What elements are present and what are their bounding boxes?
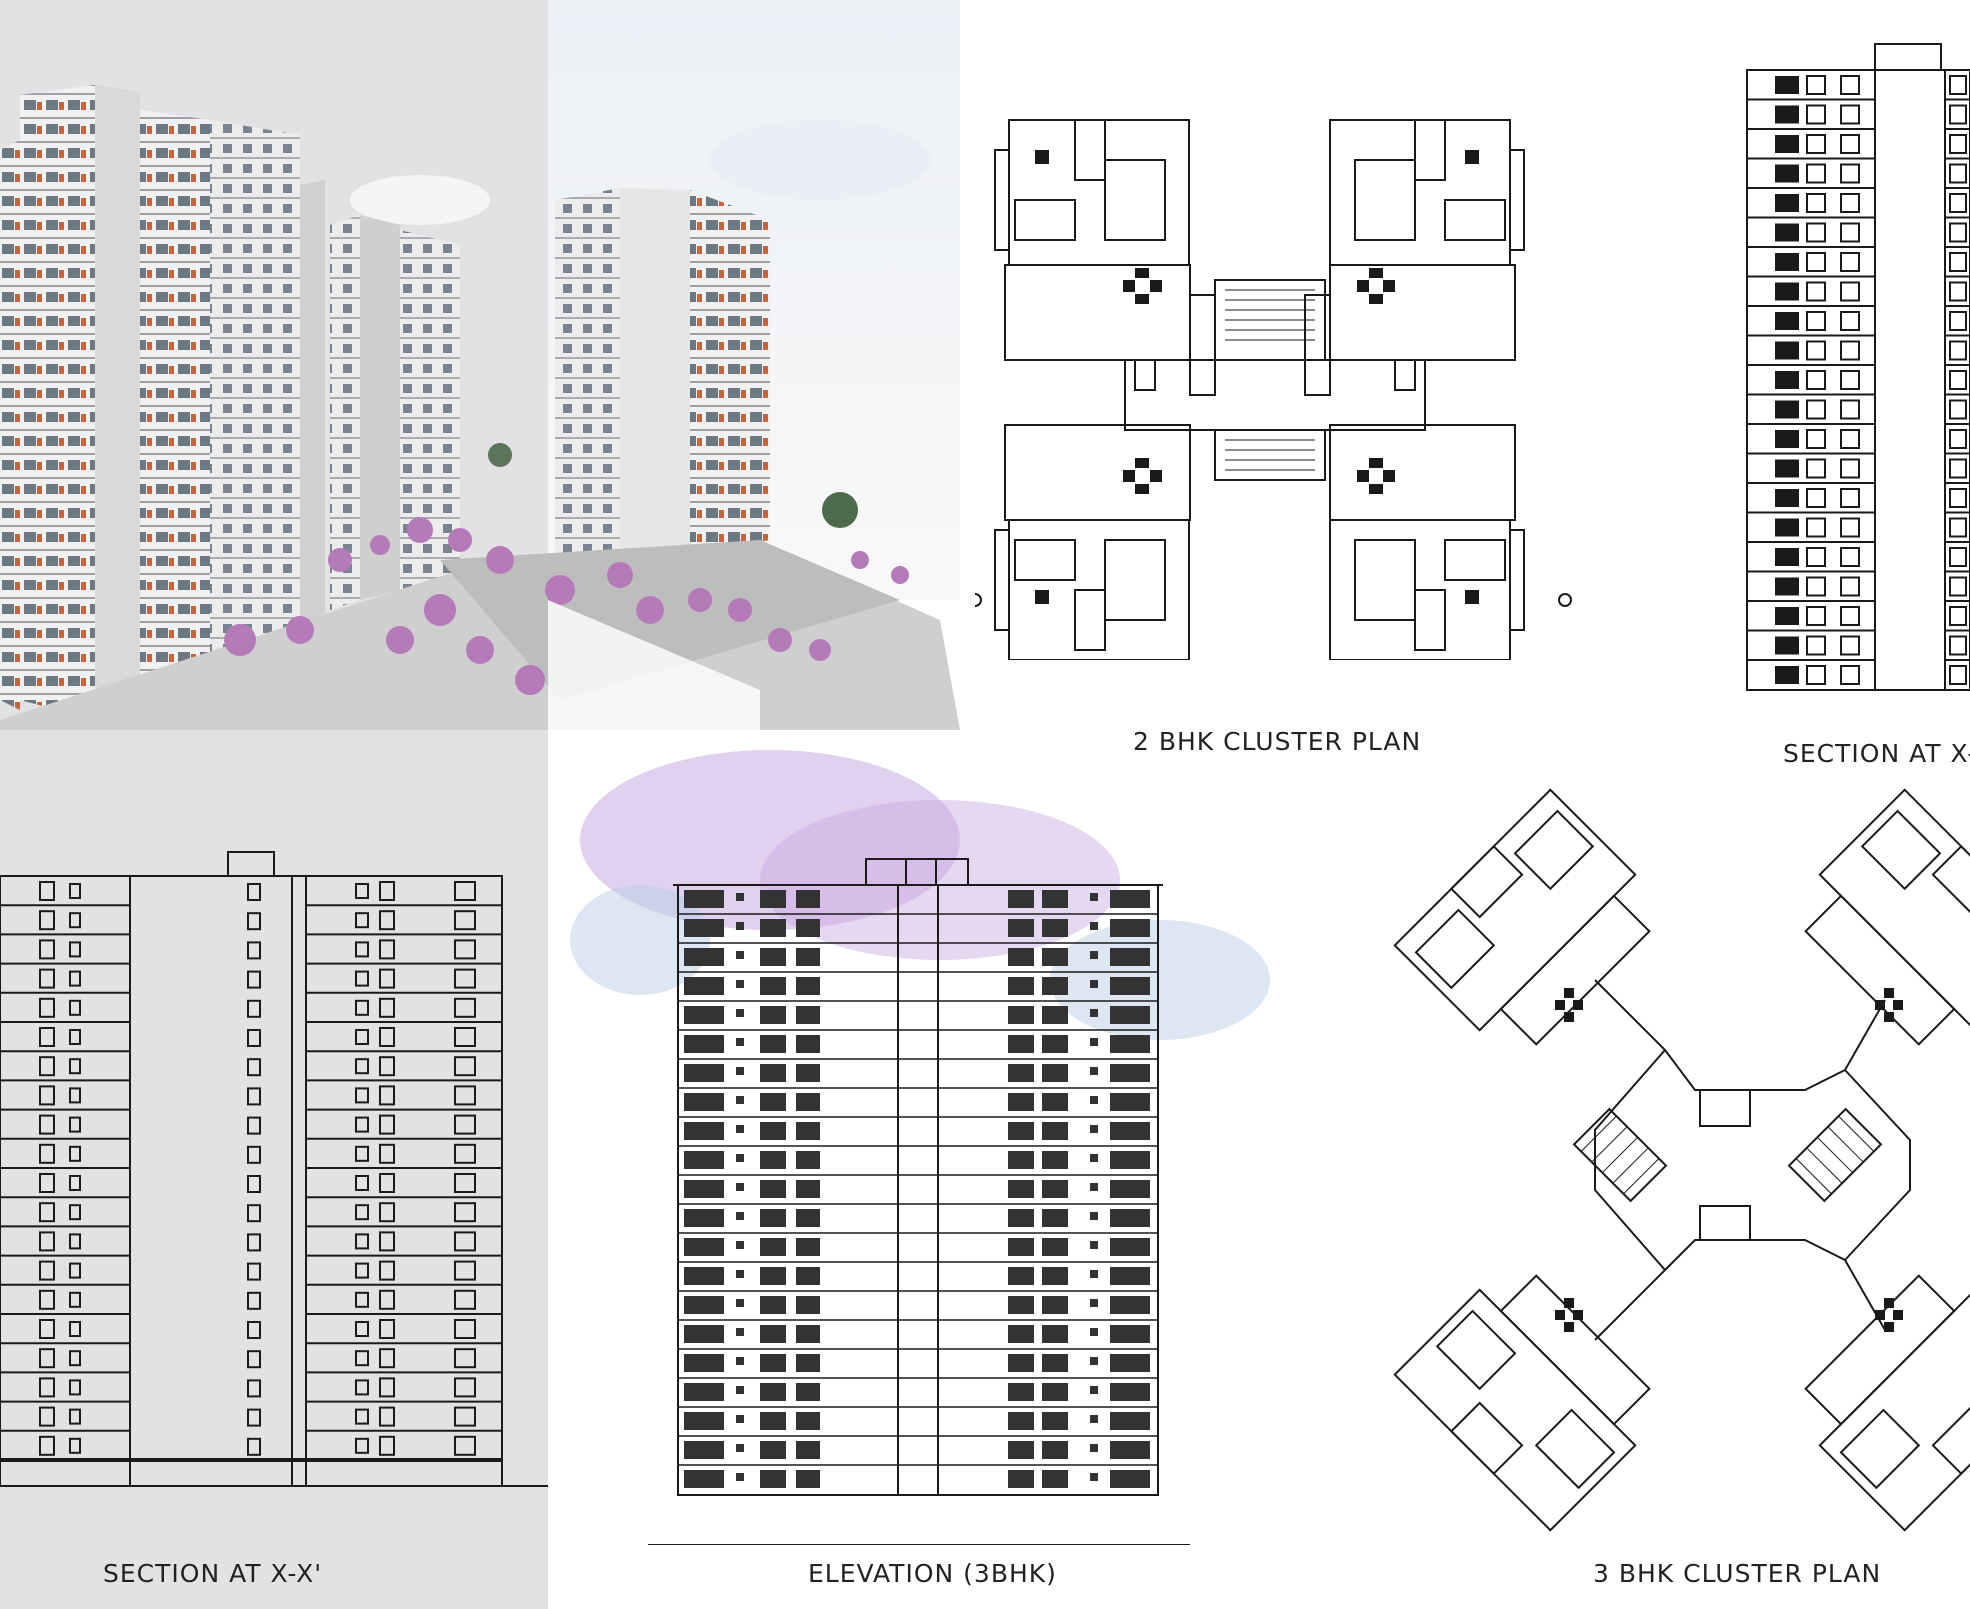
section-drawing-right [1745, 40, 1970, 730]
caption-elevation-3bhk: ELEVATION (3BHK) [808, 1559, 1057, 1588]
caption-2bhk-cluster-plan: 2 BHK CLUSTER PLAN [1133, 727, 1422, 756]
cluster-plan-2bhk-drawing [975, 110, 1575, 660]
caption-3bhk-cluster-plan: 3 BHK CLUSTER PLAN [1593, 1559, 1882, 1588]
cluster-plan-3bhk-drawing [1365, 770, 1970, 1560]
elevation-3bhk-drawing [648, 855, 1190, 1545]
rendered-perspective-view [0, 0, 960, 730]
section-drawing-left [0, 850, 548, 1540]
caption-section-right: SECTION AT X- [1783, 739, 1970, 768]
caption-section-left: SECTION AT X-X' [103, 1559, 323, 1588]
